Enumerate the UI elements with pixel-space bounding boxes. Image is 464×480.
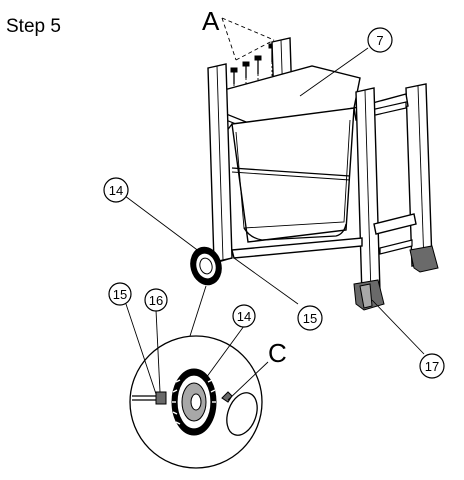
svg-text:14: 14 bbox=[109, 183, 123, 198]
callout-15-detail: 15 bbox=[108, 282, 132, 306]
bolt-pointer-lines bbox=[221, 17, 275, 61]
callout-7: 7 bbox=[367, 27, 393, 53]
step-title: Step 5 bbox=[6, 16, 61, 37]
letter-c: C bbox=[268, 338, 287, 368]
letter-a: A bbox=[202, 6, 220, 36]
bolt bbox=[254, 55, 262, 88]
detail-leader-lines bbox=[125, 303, 269, 401]
callout-17: 17 bbox=[419, 353, 445, 379]
callout-14-top: 14 bbox=[103, 177, 129, 203]
detail-view bbox=[129, 335, 263, 469]
callout-14-detail: 14 bbox=[232, 304, 256, 328]
svg-text:15: 15 bbox=[303, 311, 317, 326]
svg-text:14: 14 bbox=[237, 309, 251, 324]
cart-frame bbox=[207, 37, 439, 311]
callout-16: 16 bbox=[144, 288, 168, 312]
wheel-assembled bbox=[190, 246, 233, 286]
svg-text:16: 16 bbox=[149, 293, 163, 308]
callout-15-right: 15 bbox=[297, 305, 323, 331]
svg-text:17: 17 bbox=[425, 359, 439, 374]
svg-text:7: 7 bbox=[376, 33, 383, 48]
leader-lines bbox=[124, 47, 425, 355]
svg-text:15: 15 bbox=[113, 287, 127, 302]
